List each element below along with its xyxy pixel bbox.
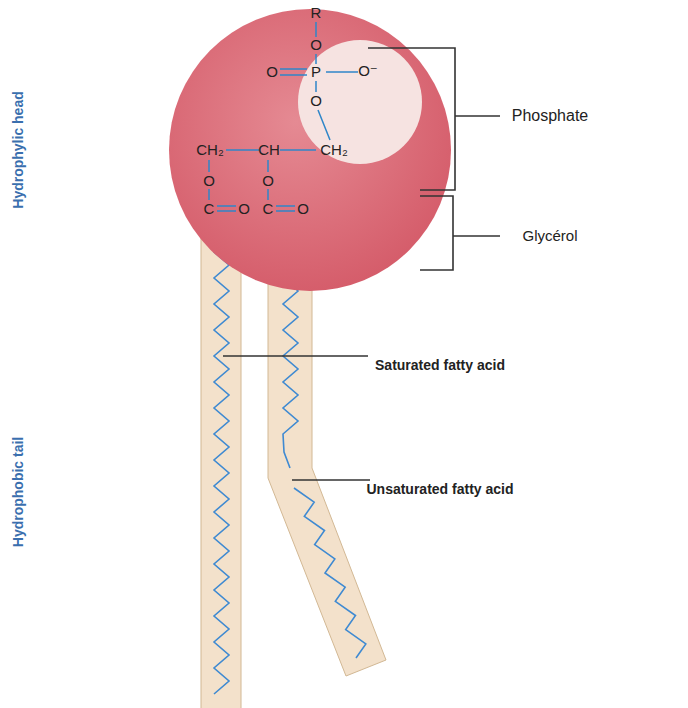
saturated-tail [201, 222, 241, 708]
chemical-bonds [209, 22, 358, 211]
unsaturated-tail [268, 222, 386, 676]
atom-symbol: O [238, 200, 250, 217]
atom-symbol: O [203, 172, 215, 189]
atom-symbol: O [266, 63, 278, 80]
atom-symbol: C [204, 200, 215, 217]
part-label: Phosphate [512, 107, 589, 125]
bracket-lines [223, 48, 500, 480]
part-label: Saturated fatty acid [375, 357, 505, 373]
atom-symbol: O⁻ [358, 62, 378, 79]
atom-symbol: O [297, 200, 309, 217]
phosphate-region [298, 40, 422, 164]
atom-symbol: CH₂ [320, 141, 348, 158]
atom-symbol: O [310, 92, 322, 109]
atom-symbol: CH [258, 141, 280, 158]
side-label: Hydrophylic head [10, 91, 26, 208]
atom-symbol: O [262, 172, 274, 189]
atom-symbol: CH₂ [196, 141, 224, 158]
carbon-chain [214, 226, 366, 694]
polar-head [169, 9, 451, 291]
part-label: Glycérol [522, 227, 577, 244]
atom-symbol: C [263, 200, 274, 217]
atom-symbol: R [311, 4, 322, 21]
atom-symbol: O [310, 36, 322, 53]
atom-symbol: P [311, 63, 321, 80]
part-label: Unsaturated fatty acid [365, 481, 515, 497]
side-label: Hydrophobic tail [10, 437, 26, 547]
